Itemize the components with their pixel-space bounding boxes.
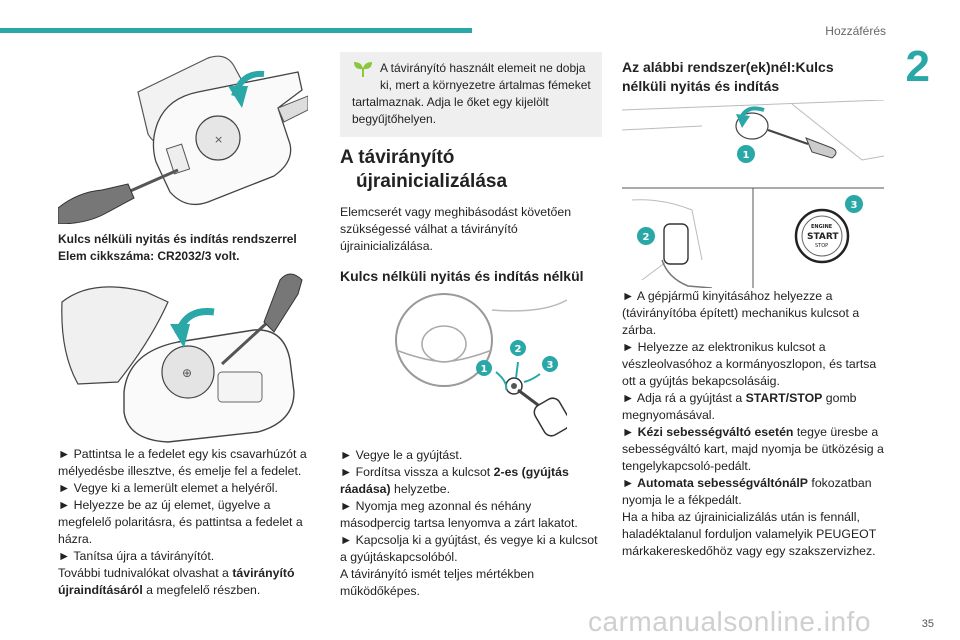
environment-note: A távirányító használt elemeit ne dobja … xyxy=(340,52,602,137)
ignition-key-illustration: 1 2 3 xyxy=(392,290,567,438)
reinit-step-1: ► Vegye le a gyújtást. xyxy=(340,448,463,462)
watermark: carmanualsonline.info xyxy=(588,606,871,637)
figure-badge-2: 2 xyxy=(515,344,522,355)
keyless-step-5: ► Automata sebességváltónálP fokozatban … xyxy=(622,476,872,507)
eco-leaf-icon xyxy=(352,60,374,78)
start-button-start-label: START xyxy=(807,232,839,242)
battery-step-1: ► Pattintsa le a fedelet egy kis csavarh… xyxy=(58,447,307,478)
battery-step-3: ► Helyezze be az új elemet, ügyelve a me… xyxy=(58,498,303,546)
reinit-heading-line2: újrainicializálása xyxy=(356,171,508,192)
keyless-heading-line2: nélküli nyitás és indítás xyxy=(622,78,780,94)
reinit-step-4: ► Kapcsolja ki a gyújtást, és vegye ki a… xyxy=(340,533,598,564)
svg-text:⊕: ⊕ xyxy=(182,366,192,380)
keyless-heading-line1: Az alábbi rendszer(ek)nél:Kulcs xyxy=(622,59,834,75)
keyless-step-4: ► Kézi sebességváltó esetén tegye üresbe… xyxy=(622,425,884,473)
reinit-intro: Elemcserét vagy meghibásodást követően s… xyxy=(340,205,572,253)
reinit-step-3: ► Nyomja meg azonnal és néhány másodperc… xyxy=(340,499,578,530)
reinit-heading-line1: A távirányító xyxy=(340,147,455,168)
keyless-badge-2: 2 xyxy=(643,232,650,243)
keyless-start-illustration: 1 2 ENGINE START STOP 3 xyxy=(622,100,884,288)
reinit-closing: A távirányító ismét teljes mértékben műk… xyxy=(340,567,535,598)
battery-step-4: ► Tanítsa újra a távirányítót. xyxy=(58,549,215,563)
battery-step-2: ► Vegye ki a lemerült elemet a helyéről. xyxy=(58,481,278,495)
without-keyless-subheading: Kulcs nélküli nyitás és indítás nélkül xyxy=(340,268,584,284)
reinit-step-2: ► Fordítsa vissza a kulcsot 2-es (gyújtá… xyxy=(340,465,569,496)
keyless-step-1: ► A gépjármű kinyitásához helyezze a (tá… xyxy=(622,289,860,337)
more-info-text: További tudnivalókat olvashat a távirány… xyxy=(58,566,295,597)
figure-caption-title: Kulcs nélküli nyitás és indítás rendszer… xyxy=(58,232,297,246)
keyless-step-2: ► Helyezze az elektronikus kulcsot a vés… xyxy=(622,340,877,388)
start-button-engine-label: ENGINE xyxy=(811,224,833,230)
header-accent-bar xyxy=(0,28,472,33)
battery-part-number: Elem cikkszáma: CR2032/3 volt. xyxy=(58,249,240,263)
chapter-number: 2 xyxy=(905,42,930,91)
figure-badge-3: 3 xyxy=(547,360,554,371)
figure-badge-1: 1 xyxy=(481,364,488,375)
key-fob-battery-illustration-1: × xyxy=(58,52,308,224)
key-fob-battery-illustration-2: ⊕ xyxy=(58,272,308,444)
keyless-badge-1: 1 xyxy=(743,150,750,161)
section-title: Hozzáférés xyxy=(825,24,886,38)
keyless-closing: Ha a hiba az újrainicializálás után is f… xyxy=(622,510,877,558)
start-button-stop-label: STOP xyxy=(815,243,828,249)
page-number: 35 xyxy=(921,618,934,630)
keyless-badge-3: 3 xyxy=(851,200,858,211)
svg-text:×: × xyxy=(214,133,223,146)
keyless-step-3: ► Adja rá a gyújtást a START/STOP gomb m… xyxy=(622,391,857,422)
